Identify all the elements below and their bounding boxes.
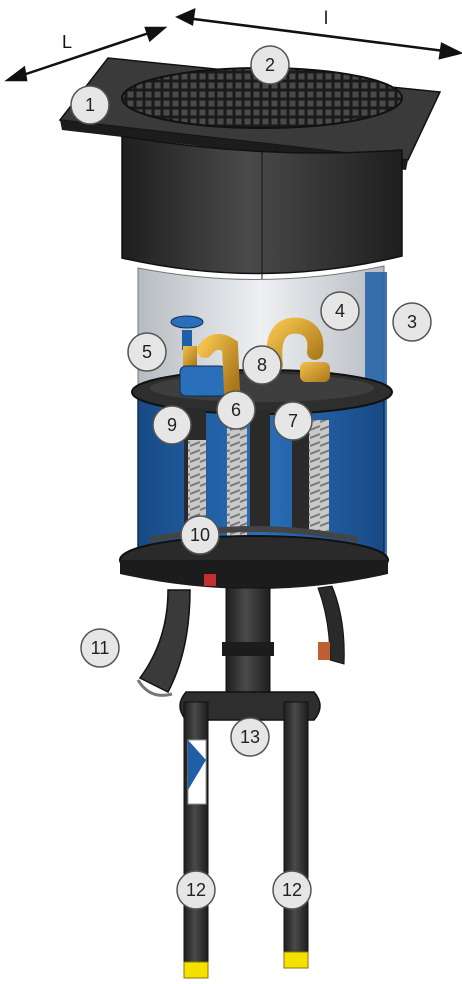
callout-13: 13 — [230, 717, 270, 757]
valve — [170, 315, 227, 397]
length-dimension-arrow — [4, 26, 168, 82]
svg-text:4: 4 — [335, 301, 345, 321]
svg-text:7: 7 — [288, 411, 298, 431]
svg-text:13: 13 — [240, 727, 260, 747]
svg-text:6: 6 — [231, 400, 241, 420]
callout-12-left: 12 — [176, 870, 216, 910]
svg-text:8: 8 — [257, 355, 267, 375]
svg-text:12: 12 — [186, 880, 206, 900]
callout-4: 4 — [320, 291, 360, 331]
width-dimension-arrow — [175, 7, 462, 60]
upper-housing — [121, 135, 403, 280]
callout-5: 5 — [127, 332, 167, 372]
svg-text:1: 1 — [85, 95, 95, 115]
width-label: l — [324, 8, 328, 28]
callout-7: 7 — [273, 401, 313, 441]
side-tube — [317, 585, 345, 665]
callout-10: 10 — [180, 515, 220, 555]
callout-9: 9 — [152, 405, 192, 445]
brass-fittings — [197, 317, 330, 400]
svg-text:12: 12 — [282, 880, 302, 900]
svg-text:9: 9 — [167, 415, 177, 435]
callout-3: 3 — [392, 302, 432, 342]
inlet-tube — [138, 589, 191, 694]
yellow-tip-right — [283, 951, 309, 969]
callout-1: 1 — [70, 85, 110, 125]
callout-12-right: 12 — [272, 870, 312, 910]
callout-8: 8 — [242, 345, 282, 385]
yellow-tip-left — [183, 961, 209, 979]
central-column — [222, 587, 274, 701]
callout-2: 2 — [250, 45, 290, 85]
callout-6: 6 — [216, 390, 256, 430]
svg-text:2: 2 — [265, 55, 275, 75]
flex-hoses — [184, 398, 329, 538]
svg-text:5: 5 — [142, 342, 152, 362]
length-label: L — [62, 32, 72, 52]
svg-text:11: 11 — [91, 638, 110, 658]
callout-11: 11 — [80, 628, 120, 668]
svg-text:3: 3 — [407, 312, 417, 332]
svg-text:10: 10 — [190, 525, 210, 545]
lower-tubes — [183, 701, 309, 979]
